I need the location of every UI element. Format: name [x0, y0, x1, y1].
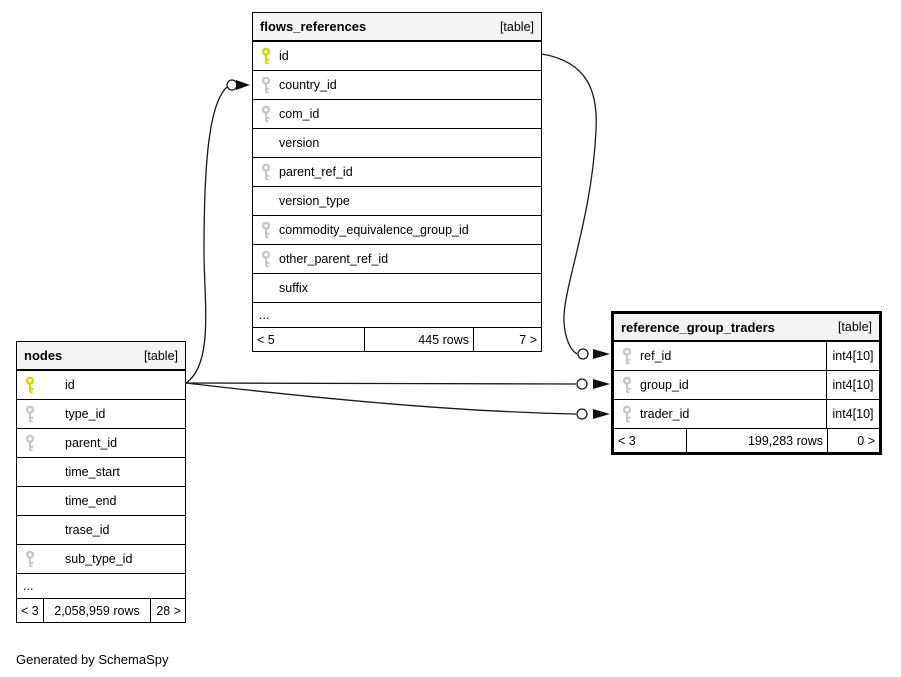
column-name: other_parent_ref_id: [279, 252, 389, 266]
column-name: trase_id: [65, 523, 110, 537]
column-name: parent_ref_id: [279, 165, 353, 179]
foreign-key-icon: [261, 250, 272, 268]
column-row[interactable]: version: [253, 128, 541, 157]
primary-key-icon: [25, 376, 36, 394]
table-flows-references: flows_references [table] id country_id c…: [252, 12, 542, 352]
column-row[interactable]: time_start: [17, 457, 185, 486]
table-title: reference_group_traders: [621, 319, 775, 335]
column-row[interactable]: suffix: [253, 273, 541, 302]
table-header-nodes[interactable]: nodes [table]: [17, 342, 185, 370]
column-row[interactable]: parent_id: [17, 428, 185, 457]
table-footer: < 3 2,058,959 rows 28 >: [17, 598, 185, 622]
column-name: time_start: [65, 465, 120, 479]
foreign-key-icon: [261, 163, 272, 181]
column-row[interactable]: sub_type_id: [17, 544, 185, 573]
column-name: id: [65, 378, 75, 392]
relationship-flows-id-to-ref-id: [541, 53, 610, 360]
column-row[interactable]: group_id int4[10]: [614, 370, 879, 399]
prev-page-link[interactable]: < 3: [618, 433, 636, 448]
column-row[interactable]: other_parent_ref_id: [253, 244, 541, 273]
table-footer: < 5 445 rows 7 >: [253, 327, 541, 351]
column-name: time_end: [65, 494, 117, 508]
column-row[interactable]: time_end: [17, 486, 185, 515]
next-page-link[interactable]: 28 >: [150, 599, 185, 622]
column-name: country_id: [279, 78, 337, 92]
column-row[interactable]: country_id: [253, 70, 541, 99]
table-title: flows_references: [260, 19, 367, 34]
column-row[interactable]: version_type: [253, 186, 541, 215]
table-reference-group-traders: reference_group_traders [table] ref_id i…: [611, 311, 882, 455]
column-type: int4[10]: [826, 371, 879, 399]
table-header-flows-references[interactable]: flows_references [table]: [253, 13, 541, 41]
column-name: id: [279, 49, 289, 63]
foreign-key-icon: [261, 76, 272, 94]
table-nodes: nodes [table] id type_id parent_id time_…: [16, 341, 186, 623]
generated-by-note: Generated by SchemaSpy: [16, 652, 169, 667]
column-name: commodity_equivalence_group_id: [279, 223, 469, 237]
row-count: 199,283 rows: [686, 429, 827, 452]
foreign-key-icon: [622, 376, 633, 394]
column-name: trader_id: [640, 407, 690, 421]
more-columns-indicator[interactable]: ...: [253, 302, 541, 327]
column-name: version_type: [279, 194, 350, 208]
column-name: com_id: [279, 107, 320, 121]
column-type: int4[10]: [826, 400, 879, 428]
foreign-key-icon: [25, 405, 36, 423]
table-type-badge: [table]: [143, 348, 178, 363]
column-name: type_id: [65, 407, 106, 421]
column-name: parent_id: [65, 436, 118, 450]
column-row[interactable]: trader_id int4[10]: [614, 399, 879, 428]
column-row[interactable]: ref_id int4[10]: [614, 341, 879, 370]
column-name: suffix: [279, 281, 308, 295]
row-count: 2,058,959 rows: [43, 599, 150, 622]
relationship-nodes-id-to-country-id: [185, 79, 250, 384]
prev-page-link[interactable]: < 3: [21, 603, 39, 618]
prev-page-link[interactable]: < 5: [257, 332, 275, 347]
column-row[interactable]: id: [17, 370, 185, 399]
foreign-key-icon: [622, 405, 633, 423]
foreign-key-icon: [261, 221, 272, 239]
column-name: ref_id: [640, 349, 672, 363]
column-row[interactable]: commodity_equivalence_group_id: [253, 215, 541, 244]
foreign-key-icon: [25, 550, 36, 568]
foreign-key-icon: [622, 347, 633, 365]
column-name: version: [279, 136, 320, 150]
table-footer: < 3 199,283 rows 0 >: [614, 428, 879, 452]
table-header-reference-group-traders[interactable]: reference_group_traders [table]: [614, 314, 879, 341]
column-row[interactable]: com_id: [253, 99, 541, 128]
column-row[interactable]: type_id: [17, 399, 185, 428]
next-page-link[interactable]: 7 >: [473, 328, 541, 351]
table-title: nodes: [24, 348, 63, 363]
relationship-nodes-id-to-group-id: [185, 378, 610, 390]
column-type: int4[10]: [826, 342, 879, 370]
column-row[interactable]: trase_id: [17, 515, 185, 544]
foreign-key-icon: [25, 434, 36, 452]
table-type-badge: [table]: [499, 19, 534, 34]
next-page-link[interactable]: 0 >: [827, 429, 879, 452]
primary-key-icon: [261, 47, 272, 65]
relationship-nodes-id-to-trader-id: [185, 382, 610, 420]
column-row[interactable]: id: [253, 41, 541, 70]
column-name: group_id: [640, 378, 689, 392]
column-row[interactable]: parent_ref_id: [253, 157, 541, 186]
column-name: sub_type_id: [65, 552, 133, 566]
table-type-badge: [table]: [837, 320, 872, 334]
row-count: 445 rows: [364, 328, 473, 351]
foreign-key-icon: [261, 105, 272, 123]
more-columns-indicator[interactable]: ...: [17, 573, 185, 598]
